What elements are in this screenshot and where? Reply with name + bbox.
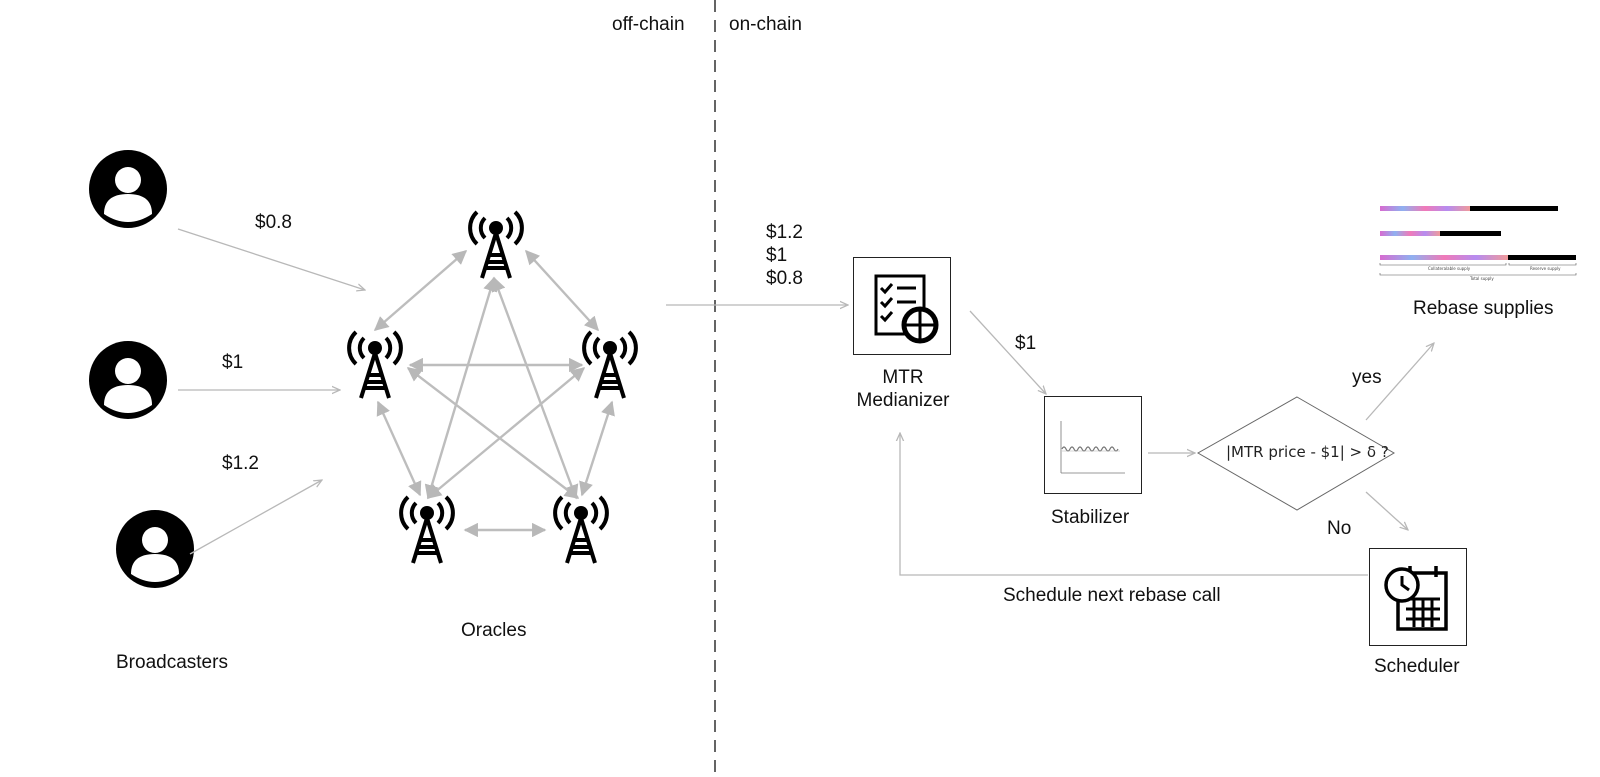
oracle-tower-icon-right: [582, 330, 638, 400]
decision-yes-label: yes: [1352, 367, 1382, 388]
rebase-supplies-chart: [1379, 206, 1577, 276]
scheduler-label: Scheduler: [1374, 656, 1460, 677]
medianizer-label-line2: Medianizer: [856, 390, 950, 411]
medianizer-output-price: $1: [1015, 333, 1037, 354]
oracle-feed-price-2: $1: [766, 245, 788, 266]
rebase-collateral-label: Collateralable supply: [1428, 266, 1471, 271]
decision-condition-text: |MTR price - $1| > δ ?: [1226, 443, 1389, 461]
rebase-collateral-bracket: [1379, 263, 1507, 266]
broadcaster-user-icon-3: [116, 510, 194, 588]
rebase-bar-3-collateral: [1380, 255, 1508, 260]
calendar-clock-icon: [1384, 566, 1448, 631]
arrow-scheduler-to-medianizer: [900, 433, 1368, 576]
scheduler-box: [1369, 548, 1467, 646]
decision-diamond: [1196, 396, 1395, 511]
broadcasters-label: Broadcasters: [116, 652, 228, 673]
broadcaster-price-2: $1: [222, 352, 244, 373]
decision-no-label: No: [1327, 518, 1352, 539]
rebase-total-label: Total supply: [1470, 276, 1494, 281]
arrow-broadcaster-1: [177, 228, 365, 290]
rebase-bar-1-reserve: [1470, 206, 1558, 211]
arrow-decision-no: [1365, 491, 1408, 530]
oracles-label: Oracles: [461, 620, 527, 641]
stabilizer-box: [1044, 396, 1142, 494]
broadcaster-user-icon-1: [89, 150, 167, 228]
medianizer-label-line1: MTR: [882, 367, 924, 388]
checklist-icon: [874, 274, 939, 344]
stabilizer-label: Stabilizer: [1051, 507, 1130, 528]
arrow-decision-yes: [1365, 343, 1434, 421]
broadcaster-price-1: $0.8: [255, 212, 292, 233]
rebase-total-bracket: [1379, 273, 1577, 276]
price-chart-icon: [1060, 421, 1125, 474]
off-chain-label: off-chain: [612, 14, 685, 35]
oracle-tower-icon-top: [468, 210, 524, 280]
rebase-reserve-label: Reserve supply: [1530, 266, 1561, 271]
rebase-bar-2-reserve: [1440, 231, 1501, 236]
rebase-bar-2-collateral: [1380, 231, 1440, 236]
medianizer-box: [853, 257, 951, 355]
broadcaster-user-icon-2: [89, 341, 167, 419]
arrow-medianizer-to-stabilizer: [969, 310, 1046, 394]
oracle-tower-icon-bottom-left: [399, 495, 455, 565]
on-chain-label: on-chain: [729, 14, 802, 35]
schedule-loop-label: Schedule next rebase call: [1003, 585, 1221, 606]
oracle-network-edges: [373, 249, 615, 538]
rebase-reserve-bracket: [1508, 263, 1577, 266]
oracle-tower-icon-left: [347, 330, 403, 400]
oracle-tower-icon-bottom-right: [553, 495, 609, 565]
rebase-bar-1-collateral: [1380, 206, 1470, 211]
rebase-supplies-label: Rebase supplies: [1413, 298, 1554, 319]
rebase-bar-3-reserve: [1508, 255, 1576, 260]
arrow-broadcaster-3: [189, 480, 322, 555]
oracle-feed-price-1: $1.2: [766, 222, 803, 243]
oracle-feed-price-3: $0.8: [766, 268, 803, 289]
broadcaster-price-3: $1.2: [222, 453, 259, 474]
